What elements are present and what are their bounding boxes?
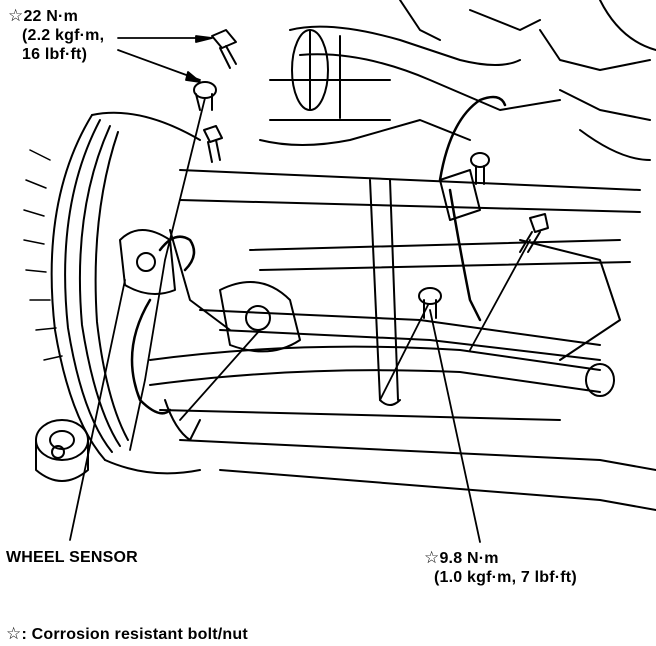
sensor-cable — [130, 95, 507, 415]
bolt-upper-1 — [211, 29, 237, 69]
torque-spec-upper: ☆22 N·m (2.2 kgf·m, 16 lbf·ft) — [8, 6, 104, 64]
bolt-center — [418, 287, 442, 319]
torque-value-upper: 22 N·m — [23, 8, 79, 25]
upper-frame — [259, 0, 656, 161]
legend: ☆: Corrosion resistant bolt/nut — [6, 624, 248, 644]
bolt-mid-left — [203, 125, 223, 163]
torque-detail-lower: (1.0 kgf·m, 7 lbf·ft) — [434, 569, 577, 586]
bolt-right — [519, 213, 549, 253]
wheel-sensor-label: WHEEL SENSOR — [6, 549, 138, 566]
legend-text: : Corrosion resistant bolt/nut — [21, 626, 248, 643]
torque-spec-lower: ☆9.8 N·m (1.0 kgf·m, 7 lbf·ft) — [424, 548, 577, 587]
bolt-cable-clamp — [470, 152, 490, 185]
torque-imperial-upper: 16 lbf·ft) — [22, 46, 88, 63]
brackets — [119, 169, 621, 441]
control-arm — [149, 169, 656, 511]
torque-metric-upper: (2.2 kgf·m, — [22, 27, 105, 44]
torque-value-lower: 9.8 N·m — [439, 550, 499, 567]
brake-disc — [23, 111, 201, 475]
star-icon: ☆ — [6, 624, 22, 643]
bolt-upper-2 — [193, 81, 217, 111]
star-icon: ☆ — [8, 6, 24, 25]
star-icon: ☆ — [424, 548, 440, 567]
lower-bushing — [35, 419, 89, 482]
leader-lines — [69, 35, 531, 543]
